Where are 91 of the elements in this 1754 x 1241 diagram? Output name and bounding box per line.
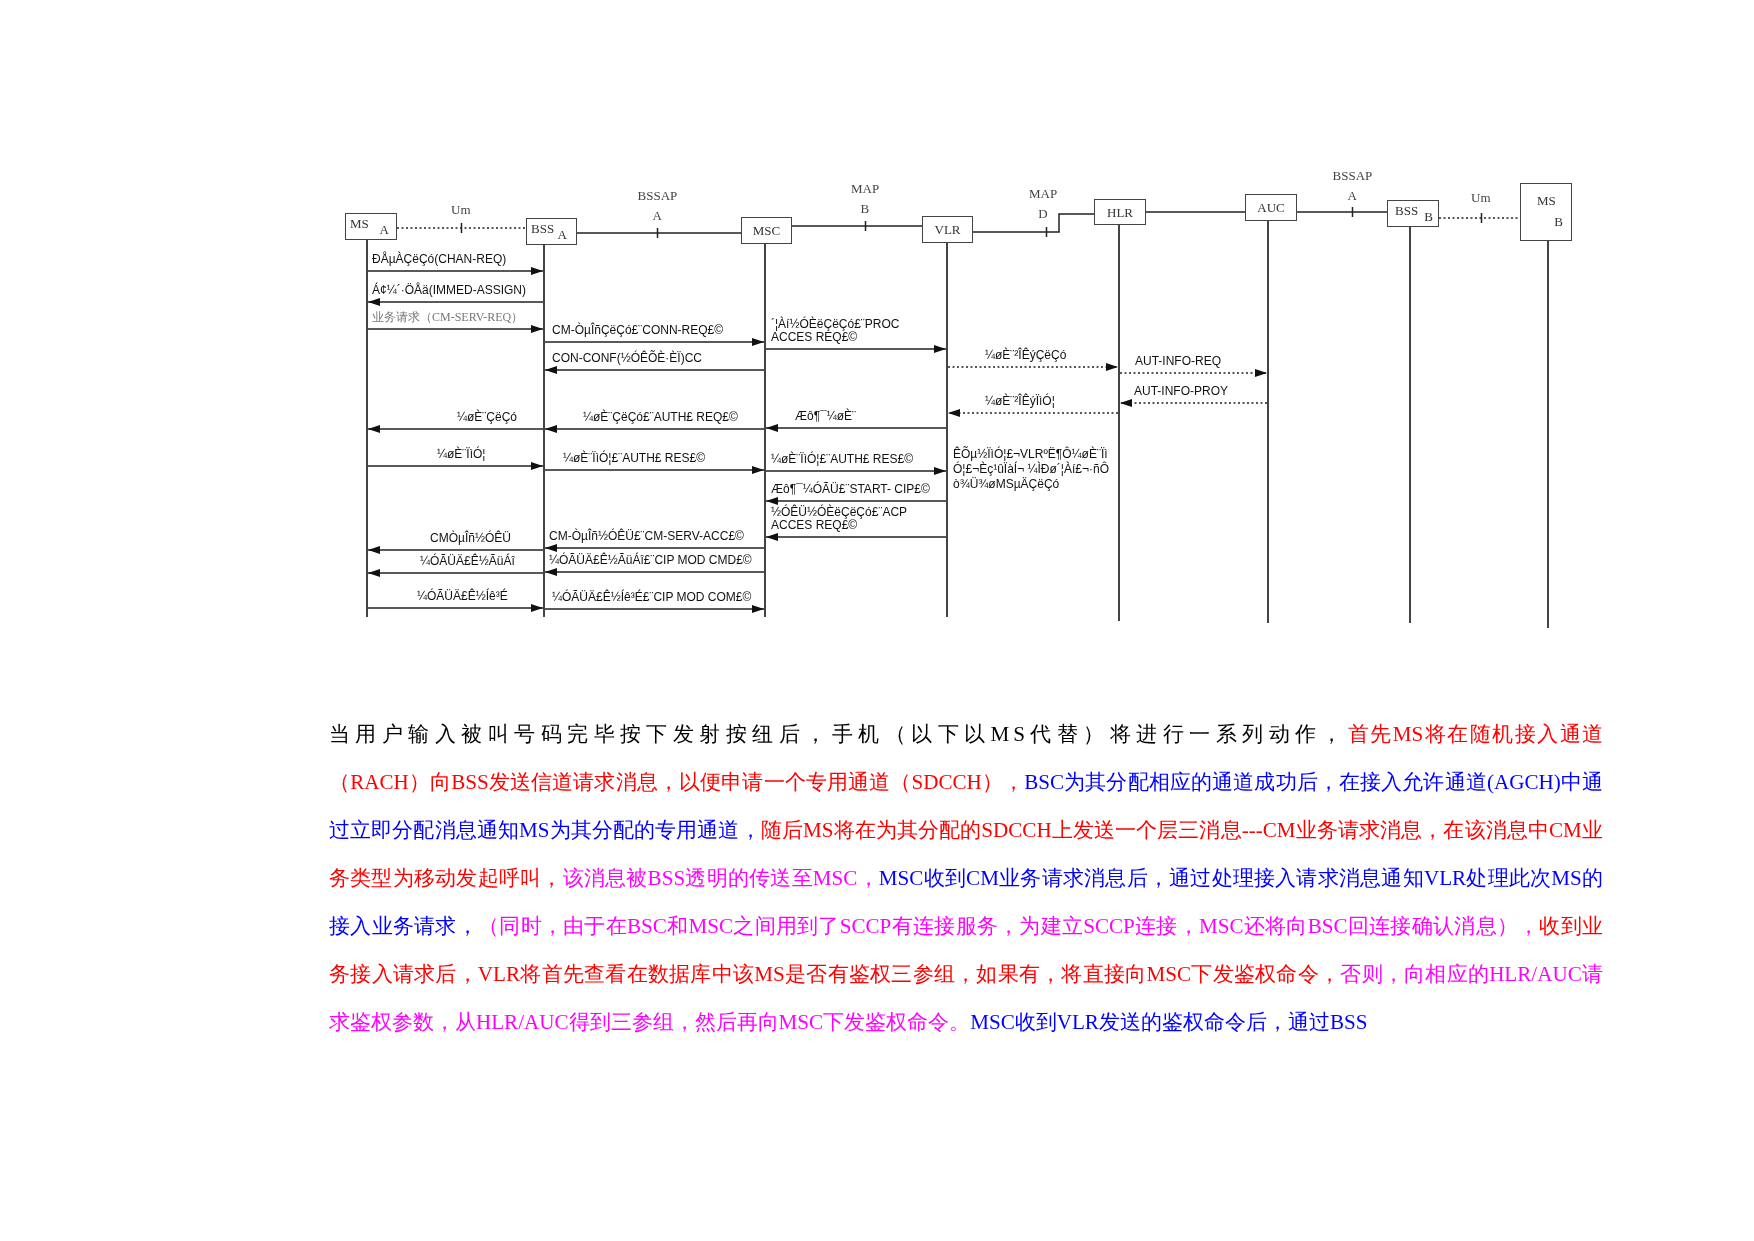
entity-box [1520,183,1572,241]
note-text: ÊÕµ½ÏìÓ¦£¬VLRºË¶Ô¼øÈ¨ÏìÓ¦£¬Èç¹ûÏàÍ¬ ¼ÌÐø´¦Àí£¬·ñÔò¾Ü¾øMSµÄÇëÇó [953,447,1110,492]
entity-name: VLR [934,223,961,236]
message-label: ¼øÈ¨²ÎÊýÏìÓ¦ [985,395,1055,408]
lifeline [764,244,766,617]
entity-box [1245,194,1297,221]
entity-box [741,217,792,244]
side-letter: A [557,228,567,241]
message-arrow [1119,369,1268,377]
entity-name: AUC [1257,201,1285,214]
message-arrow [765,345,947,353]
entity-name: BSS [1395,204,1419,217]
link-line [576,232,742,234]
entity-box [526,218,577,245]
message-label: ÐÅµÀÇëÇó(CHAN-REQ) [372,253,507,266]
message-arrow [544,338,765,346]
message-label: Æô¶¯¼ÓÃÜ£¨START- CIP£© [771,483,930,496]
link-line [1296,211,1388,213]
message-label: ½ÓÊÜ½ÓÈëÇëÇó£¨ACP ACCES REQ£© [771,506,908,532]
interface-label: BSSAP A [637,187,677,225]
message-arrow [1119,399,1268,407]
message-label: ¼øÈ¨ÏìÓ¦£¨AUTH£ RES£© [563,452,705,465]
interface-label: Um [451,201,471,219]
message-arrow [765,533,947,541]
link-line [972,213,1095,233]
side-letter: A [379,223,389,236]
message-arrow [765,497,947,505]
message-label: Á¢¼´·ÖÅä(IMMED-ASSIGN) [372,284,527,297]
lifeline [1547,241,1549,628]
message-arrow [544,366,765,374]
message-arrow [367,267,544,275]
message-arrow [544,544,765,552]
message-label: AUT-INFO-REQ [1135,355,1221,368]
lifeline [1409,227,1411,623]
body-text: 当用户输入被叫号码完毕按下发射按纽后，手机（以下以MS代替）将进行一系列动作，首先MS将在随机接入通道（RACH）向BSS发送信道请求消息，以便申请一个专用通道（SDCCH），BSC为其分配相应的通道成功后，在接入允许通道(AGCH)中通过立即分配消息通知MS为其分配的专用通道，随后MS将在为其分配的SDCCH上发送一个层三消息---CM业务请求消息，在该消息中CM业务类型为移动发起呼叫，该消息被BSS透明的传送至MSC，MSC收到CM业务请求消息后，通过处理接入请求消息通知VLR处理此次MS的接入业务请求，（同时，由于在BSC和MSC之间用到了SCCP有连接服务，为建立SCCP连接，MSC还将向BSC回连接确认消息），收到业务接入请求后，VLR将首先查看在数据库中该MS是否有鉴权三参组，如果有，将直接向MSC下发鉴权命令，否则，向相应的HLR/AUC请求鉴权参数，从HLR/AUC得到三参组，然后再向MSC下发鉴权命令。MSC收到VLR发送的鉴权命令后，通过BSS [329,721,1603,1036]
entity-name: MSC [752,224,781,237]
lifeline [543,245,545,617]
message-label: ´¦Àí½ÓÈëÇëÇó£¨PROC ACCES REQ£© [771,318,901,344]
link-line [1438,217,1521,219]
message-arrow [367,298,544,306]
interface-label: Um [1471,189,1491,207]
lifeline [946,243,948,617]
message-arrow [544,466,765,474]
message-label: 业务请求（CM-SERV-REQ） [372,311,524,324]
message-arrow [765,467,947,475]
interface-label: BSSAP A [1332,167,1372,205]
message-label: CM-ÒµÎñ½ÓÊÜ£¨CM-SERV-ACC£© [549,530,744,543]
message-label: ¼øÈ¨ÇëÇó [457,411,518,424]
link-line [1145,211,1246,213]
message-label: CON-CONF(½ÓÊÕÈ·ÈÏ)CC [552,352,702,365]
message-arrow [947,409,1119,417]
message-arrow [544,568,765,576]
message-label: ¼øÈ¨ÏìÓ¦£¨AUTH£ RES£© [771,453,913,466]
message-label: ¼øÈ¨ÇëÇó£¨AUTH£ REQ£© [583,411,738,424]
message-label: CMÒµÎñ½ÓÊÜ [430,532,511,545]
message-label: CM-ÒµÎñÇëÇó£¨CONN-REQ£© [552,324,724,337]
message-label: AUT-INFO-PROY [1134,385,1228,398]
message-arrow [765,424,947,432]
message-label: ¼ÓÃÜÄ£Ê½Íê³É£¨CIP MOD COM£© [552,591,752,604]
entity-box [922,216,973,243]
link-line [396,227,527,229]
message-label: ¼ÓÃÜÄ£Ê½ÃüÁî£¨CIP MOD CMD£© [549,554,752,567]
entity-name: MS [350,217,369,230]
interface-label: MAP B [851,180,879,218]
message-label: ¼ÓÃÜÄ£Ê½ÃüÁî [420,555,515,568]
entity-box [1387,200,1439,227]
message-arrow [367,425,544,433]
message-arrow [367,569,544,577]
entity-box [345,213,397,240]
lifeline [1267,221,1269,623]
message-label: ¼øÈ¨²ÎÊýÇëÇó [985,349,1067,362]
message-arrow [367,462,544,470]
lifeline [366,240,368,617]
message-label: ¼øÈ¨ÏìÓ¦ [437,448,486,461]
entity-name: HLR [1107,205,1133,219]
entity-name: MS [1537,194,1556,207]
message-label: Æô¶¯¼øÈ¨ [795,410,857,423]
lifeline [1118,225,1120,621]
interface-label: MAP D [1029,185,1057,223]
message-arrow [367,325,544,333]
entity-name: BSS [531,222,555,235]
entity-box [1094,199,1146,225]
side-letter: B [1554,215,1563,228]
side-letter: B [1424,210,1433,223]
message-arrow [947,363,1119,371]
link-line [791,225,923,227]
message-arrow [367,604,544,612]
message-arrow [367,546,544,554]
message-arrow [544,605,765,613]
message-label: ¼ÓÃÜÄ£Ê½Íê³É [417,590,508,603]
message-arrow [544,425,765,433]
